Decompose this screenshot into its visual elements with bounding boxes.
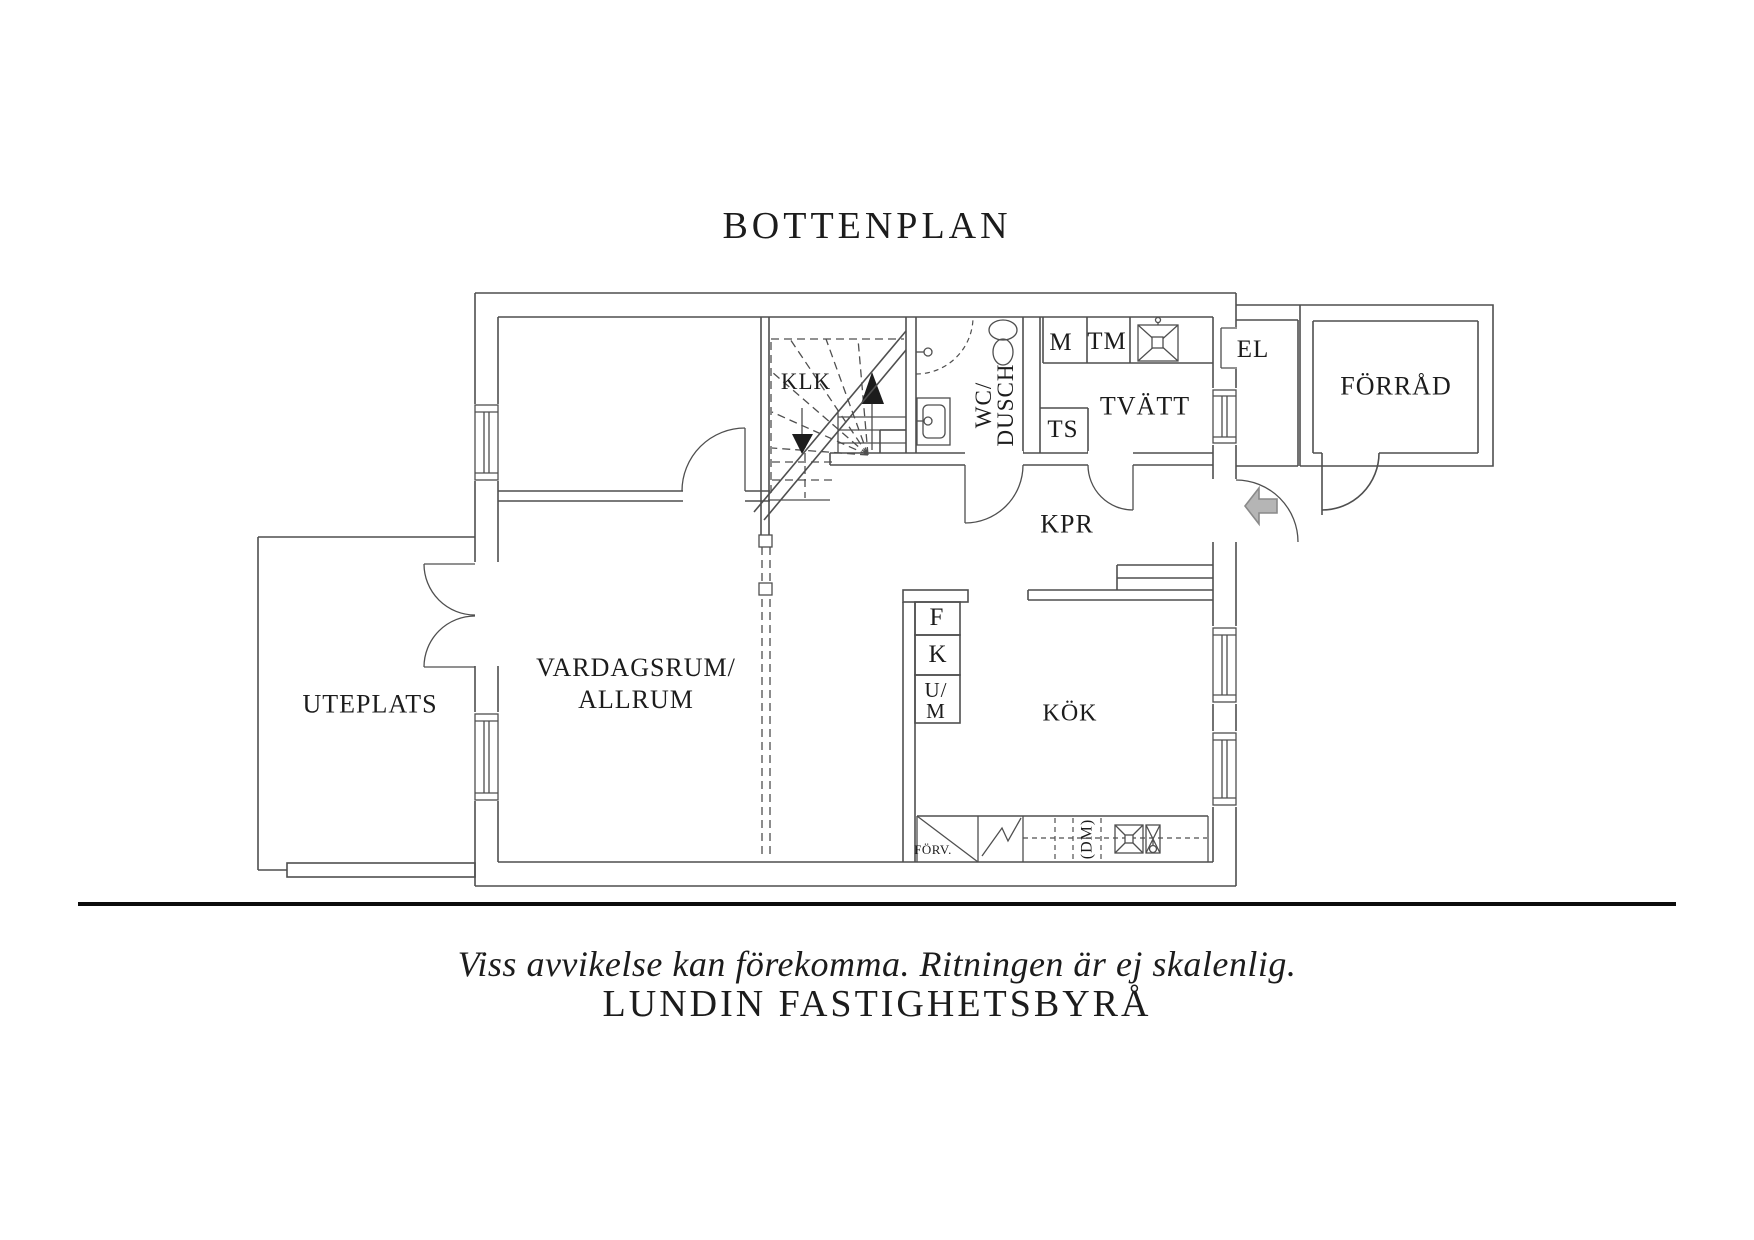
stairs-down-arrow-icon: [792, 434, 813, 454]
room-label-uteplats: UTEPLATS: [302, 689, 438, 719]
forrad-door-arc: [1321, 452, 1380, 511]
stair-rail-line2: [763, 349, 907, 521]
window-right-tvatt: [1210, 388, 1239, 445]
room-label-tvatt: TVÄTT: [1099, 391, 1191, 421]
el-closet: [1220, 319, 1299, 467]
toilet-tank-icon: [988, 319, 1018, 341]
room-label-kok: KÖK: [1042, 700, 1098, 727]
shower-icon: [915, 316, 974, 375]
uteplats-outline: [257, 536, 476, 878]
patio-double-door: [423, 563, 476, 668]
tvatt-door: [1087, 464, 1134, 511]
window-right-kok-upper: [1210, 626, 1239, 704]
counter-zigzag: [981, 817, 1022, 857]
wc-fixtures: [915, 316, 1018, 446]
kitchen-sink-icon: [1145, 824, 1161, 854]
label-um: U/ M: [924, 678, 948, 723]
room-label-forrad: FÖRRÅD: [1340, 371, 1452, 401]
window-left-bottom: [472, 712, 501, 801]
label-forv: FÖRV.: [914, 842, 952, 858]
page-title: BOTTENPLAN: [722, 205, 1012, 248]
wc-door: [964, 464, 1024, 524]
room-label-klk: KLK: [780, 368, 832, 394]
footer-agency: LUNDIN FASTIGHETSBYRÅ: [602, 983, 1152, 1026]
label-dm: (DM): [1078, 818, 1096, 860]
sink-icon: [916, 397, 951, 446]
label-el: EL: [1236, 335, 1270, 363]
door-handle-icon: [916, 347, 933, 357]
room-label-vardagsrum: VARDAGSRUM/ ALLRUM: [536, 653, 736, 714]
label-ts: TS: [1047, 415, 1079, 443]
window-left-top: [472, 404, 501, 481]
kitchen-counter: [916, 815, 1209, 863]
window-right-kok-lower: [1210, 731, 1239, 807]
room-label-kpr: KPR: [1040, 509, 1094, 539]
footer-disclaimer: Viss avvikelse kan förekomma. Ritningen …: [457, 944, 1297, 985]
room-label-wc-dusch: WC/ DUSCH: [971, 363, 1018, 447]
interior-walls: [498, 317, 1213, 862]
toilet-bowl-icon: [992, 338, 1014, 366]
forv-diagonal: [916, 815, 979, 863]
label-f: F: [929, 603, 945, 631]
bedroom-door: [681, 427, 746, 492]
label-m: M: [1049, 328, 1073, 356]
forrad-outline: [1299, 304, 1494, 515]
washing-machine-icon: [1137, 316, 1179, 362]
label-tm: TM: [1087, 327, 1127, 355]
entry-door: [1235, 479, 1299, 543]
entry-arrow-icon: [1243, 485, 1278, 527]
wall-openings: [472, 451, 1239, 666]
room-boundary-dashed: [758, 534, 773, 858]
staircase: [753, 330, 907, 521]
stove-icon: [1114, 824, 1144, 854]
stair-rail-line: [753, 330, 907, 513]
footer-divider: [78, 902, 1676, 906]
label-k: K: [928, 640, 948, 668]
